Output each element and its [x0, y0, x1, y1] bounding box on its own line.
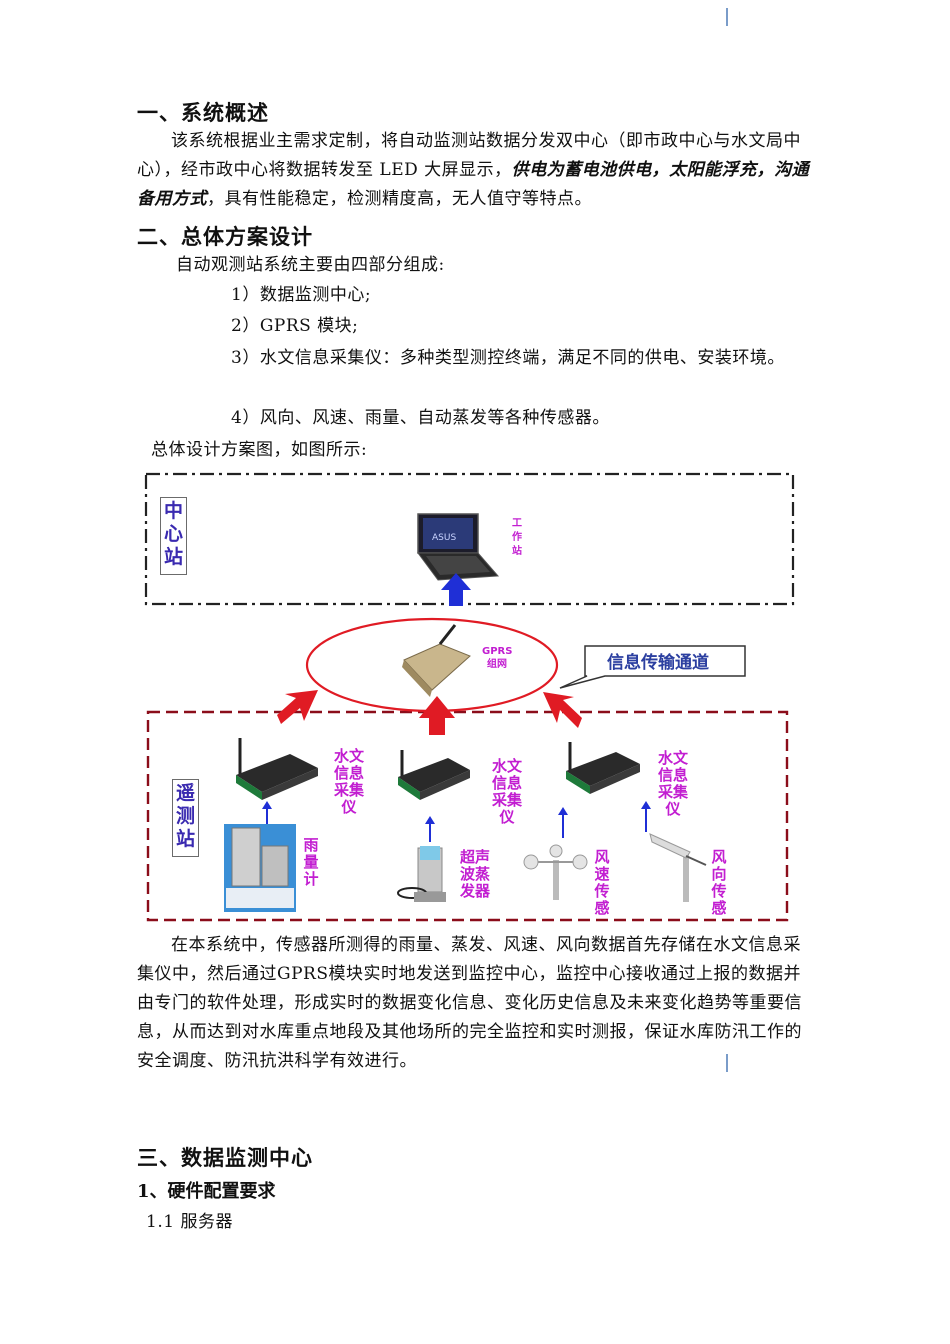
gprs-modem-icon [402, 624, 471, 697]
collector-3-icon [566, 742, 640, 794]
section-3-subsub: 1.1 服务器 [146, 1212, 233, 1232]
channel-callout [559, 645, 746, 689]
list-item-3: 3）水文信息采集仪：多种类型测控终端，满足不同的供电、安装环境。 [137, 344, 817, 373]
rain-gauge-label: 雨量计 [303, 836, 319, 888]
figure-caption: 总体设计方案图，如图所示: [151, 440, 368, 460]
collector-2-icon [398, 750, 470, 800]
uplink-arrow-icon [441, 573, 471, 606]
collector-3-label: 水文信息采集仪 [657, 749, 688, 818]
sensor-arrow-2-icon [425, 816, 435, 842]
red-arrow-left-icon [277, 690, 318, 724]
section-3-subtitle: 1、硬件配置要求 [137, 1181, 276, 1202]
sensor-arrow-4-icon [641, 801, 651, 832]
section-1-title: 一、系统概述 [137, 100, 269, 125]
section-1-text-bold: 供电为蓄电池供电，太阳能浮充，沟通备用方式 [137, 160, 810, 209]
section-1-paragraph: 该系统根据业主需求定制，将自动监测站数据分发双中心（即市政中心与水文局中心），经… [137, 127, 815, 214]
rain-gauge-icon [224, 824, 296, 912]
evaporation-sensor-icon [397, 846, 446, 902]
section-1-text-b: ，具有性能稳定，检测精度高，无人值守等特点。 [207, 189, 592, 209]
collector-2-label: 水文信息采集仪 [491, 757, 522, 826]
section-2-title: 二、总体方案设计 [137, 224, 313, 249]
list-item-3-text: 3）水文信息采集仪：多种类型测控终端，满足不同的供电、安装环境。 [231, 348, 785, 368]
red-arrow-right-icon [543, 692, 582, 728]
center-station-frame [144, 472, 795, 606]
windspeed-label: 风速传感 [594, 848, 610, 917]
cursor-mark-mid [726, 1054, 728, 1072]
channel-label: 信息传输通道 [607, 653, 709, 673]
collector-1-icon [236, 738, 318, 800]
center-station-label: 中心站 [160, 497, 187, 575]
remote-station-frame [146, 710, 789, 922]
laptop-icon: ASUS [417, 513, 500, 581]
section-3-title: 三、数据监测中心 [137, 1145, 313, 1170]
section-2-intro: 自动观测站系统主要由四部分组成: [176, 255, 445, 275]
gprs-label: GPRS组网 [482, 646, 513, 670]
svg-text:ASUS: ASUS [432, 533, 456, 543]
remote-station-label: 遥测站 [172, 779, 199, 857]
anemometer-icon [523, 844, 588, 900]
wind-vane-icon [649, 833, 707, 902]
winddir-label: 风向传感 [711, 848, 727, 917]
workstation-label: 工作站 [512, 518, 522, 557]
evaporation-label: 超声波蒸发器 [459, 848, 490, 900]
list-item-4: 4）风向、风速、雨量、自动蒸发等各种传感器。 [231, 408, 610, 428]
sensor-arrow-1-icon [262, 801, 272, 825]
sensor-arrow-3-icon [558, 807, 568, 838]
section-1-text-a: 该系统根据业主需求定制，将自动监测站数据分发双中心（即市政中心与水文局中心），经… [137, 131, 801, 180]
section-2-after-figure: 在本系统中，传感器所测得的雨量、蒸发、风速、风向数据首先存储在水文信息采集仪中，… [137, 935, 802, 1071]
system-diagram: ASUS [144, 472, 795, 922]
list-item-2: 2）GPRS 模块; [231, 316, 359, 336]
cursor-mark-top [726, 8, 728, 26]
red-arrow-mid-icon [419, 696, 455, 735]
collector-1-label: 水文信息采集仪 [333, 747, 364, 816]
list-item-1: 1）数据监测中心; [231, 285, 372, 305]
